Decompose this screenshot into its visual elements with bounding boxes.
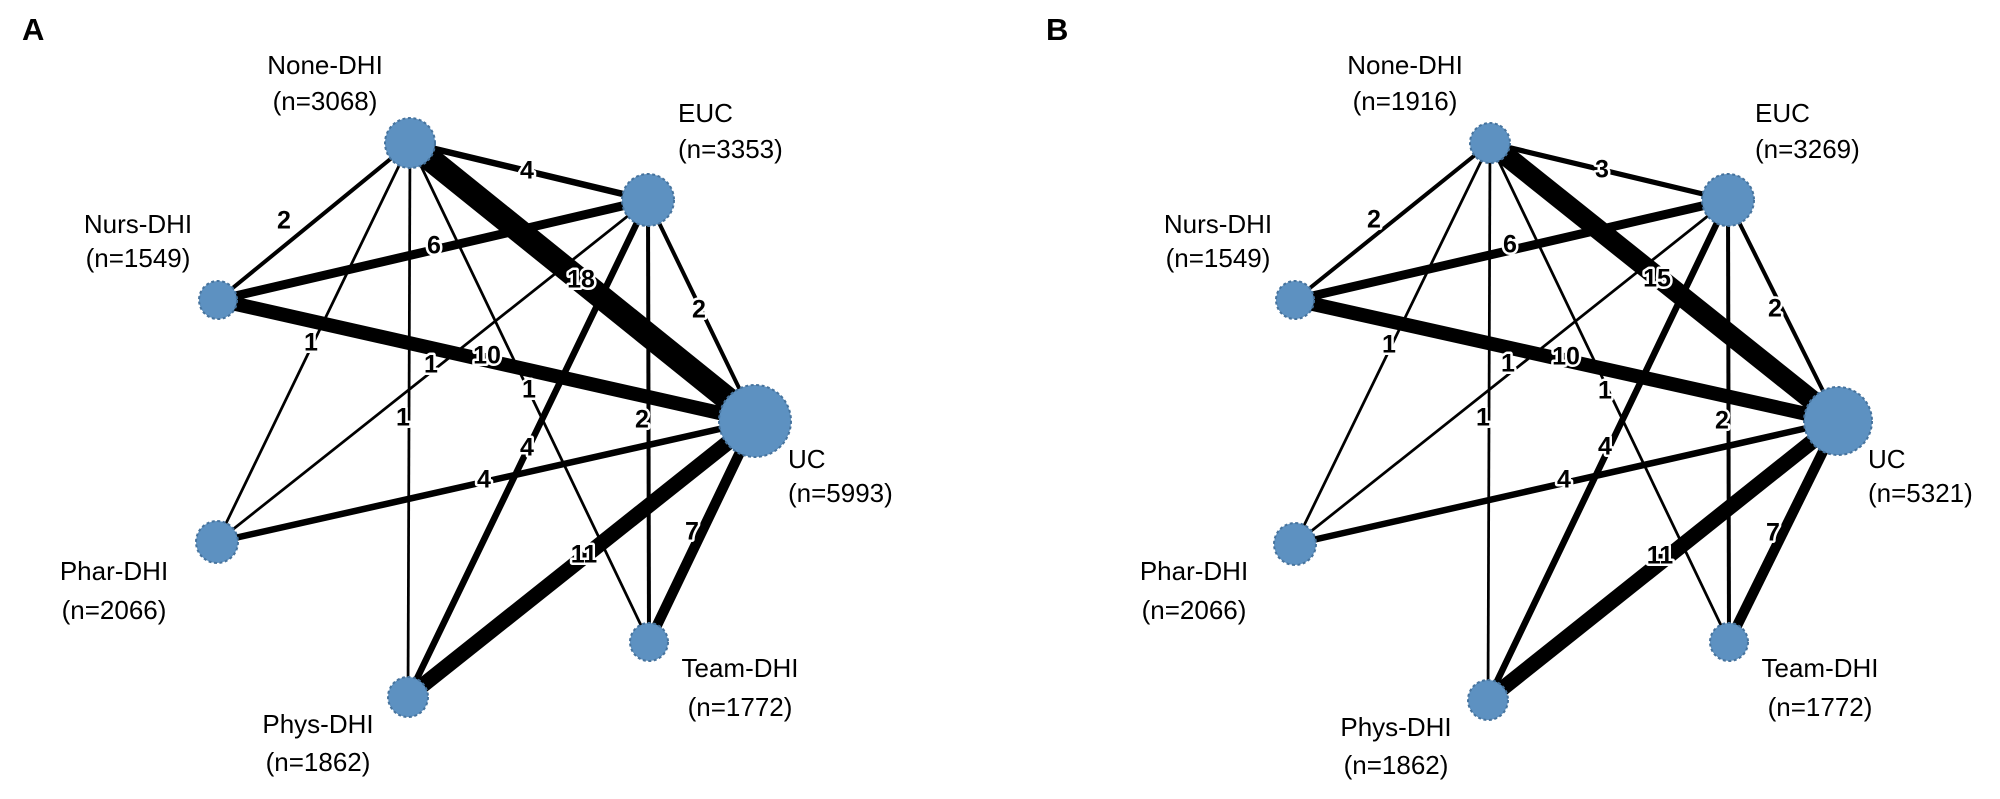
- node-None-DHI-b: [1469, 122, 1511, 164]
- edge-count-None-DHI-EUC-b: 3: [1595, 156, 1609, 184]
- edge-Phar-DHI-None-DHI-a: [215, 142, 412, 543]
- node-label-Phar-DHI-b: Phar-DHI(n=2066): [1140, 556, 1248, 625]
- edge-None-DHI-UC-b: [1483, 135, 1845, 429]
- edge-None-DHI-UC-a: [402, 133, 763, 431]
- node-label-Phar-DHI-a: Phar-DHI(n=2066): [60, 556, 168, 625]
- edge-Team-DHI-UC-a: [644, 418, 760, 645]
- node-label-Phys-DHI-a: Phys-DHI(n=1862): [262, 709, 373, 777]
- node-label-Nurs-DHI-b: Nurs-DHI(n=1549): [1164, 209, 1272, 273]
- edge-count-Nurs-DHI-None-DHI-b: 2: [1367, 206, 1381, 234]
- edge-Phys-DHI-UC-a: [403, 415, 760, 703]
- edge-Phar-DHI-UC-b: [1294, 417, 1839, 548]
- edge-count-None-DHI-EUC-a: 4: [520, 157, 534, 185]
- edge-Phar-DHI-UC-a: [216, 417, 756, 546]
- node-label-Phys-DHI-b: Phys-DHI(n=1862): [1340, 712, 1451, 780]
- edge-Phys-DHI-EUC-b: [1485, 198, 1731, 702]
- edge-count-Phys-DHI-UC-b: 11: [1647, 542, 1674, 570]
- edge-count-None-DHI-UC-a: 18: [567, 266, 595, 294]
- edge-Nurs-DHI-EUC-a: [216, 195, 650, 305]
- node-label-EUC-b: EUC(n=3269): [1755, 98, 1860, 164]
- edge-None-DHI-Phys-DHI-b: [1486, 142, 1492, 701]
- node-label-Team-DHI-b: Team-DHI(n=1772): [1761, 653, 1878, 722]
- edge-count-Phys-DHI-EUC-a: 4: [520, 434, 534, 462]
- node-Team-DHI-a: [629, 622, 669, 662]
- node-Phys-DHI-a: [387, 676, 429, 718]
- edge-Nurs-DHI-UC-a: [216, 293, 757, 428]
- edge-Team-DHI-UC-b: [1724, 418, 1843, 645]
- edge-count-Phar-DHI-UC-b: 4: [1557, 466, 1571, 494]
- edge-None-DHI-Phys-DHI-a: [406, 142, 412, 698]
- edge-count-Phar-DHI-EUC-b: 1: [1501, 350, 1515, 378]
- edge-Phar-DHI-EUC-a: [216, 198, 649, 544]
- edge-count-Phar-DHI-None-DHI-a: 1: [304, 329, 318, 357]
- edge-count-Nurs-DHI-EUC-b: 6: [1503, 231, 1517, 259]
- edge-count-Nurs-DHI-None-DHI-a: 2: [277, 207, 291, 235]
- edge-Phar-DHI-None-DHI-b: [1293, 142, 1492, 545]
- edge-count-EUC-Team-DHI-b: 2: [1715, 407, 1729, 435]
- node-UC-b: [1803, 386, 1873, 456]
- edge-Nurs-DHI-UC-b: [1293, 293, 1840, 428]
- node-Nurs-DHI-a: [198, 280, 238, 320]
- edge-count-EUC-UC-b: 2: [1768, 295, 1782, 323]
- node-UC-a: [718, 384, 792, 458]
- node-EUC-b: [1701, 173, 1755, 227]
- edge-count-Phar-DHI-None-DHI-b: 1: [1382, 331, 1396, 359]
- node-label-Nurs-DHI-a: Nurs-DHI(n=1549): [84, 209, 192, 273]
- edge-count-Nurs-DHI-EUC-a: 6: [427, 232, 441, 260]
- edge-EUC-Team-DHI-a: [646, 199, 651, 643]
- node-EUC-a: [621, 173, 675, 227]
- node-label-Team-DHI-a: Team-DHI(n=1772): [681, 653, 798, 722]
- network-panel-a: None-DHI(n=3068) EUC(n=3353) Nurs-DHI(n=15…: [22, 12, 893, 777]
- edge-Nurs-DHI-EUC-b: [1293, 195, 1730, 305]
- node-Nurs-DHI-b: [1275, 280, 1315, 320]
- node-None-DHI-a: [384, 117, 436, 169]
- edge-count-Nurs-DHI-UC-a: 10: [473, 342, 501, 370]
- edge-count-None-DHI-Phys-DHI-a: 1: [396, 404, 410, 432]
- edge-Phys-DHI-EUC-a: [405, 198, 651, 699]
- edge-count-Phys-DHI-EUC-b: 4: [1598, 433, 1612, 461]
- edge-count-None-DHI-Phys-DHI-b: 1: [1476, 404, 1490, 432]
- node-Phar-DHI-b: [1273, 522, 1317, 566]
- edge-EUC-UC-b: [1726, 199, 1840, 422]
- edge-None-DHI-EUC-b: [1489, 140, 1729, 203]
- node-label-None-DHI-b: None-DHI(n=1916): [1347, 50, 1463, 116]
- panel-letter-a: A: [22, 12, 44, 47]
- edge-count-Phys-DHI-UC-a: 11: [571, 541, 598, 569]
- edge-count-Team-DHI-UC-b: 7: [1766, 519, 1780, 547]
- edge-count-EUC-UC-a: 2: [692, 296, 706, 324]
- edge-None-DHI-Team-DHI-b: [1488, 142, 1731, 643]
- edge-count-EUC-Team-DHI-a: 2: [635, 406, 649, 434]
- edge-Phar-DHI-EUC-b: [1294, 198, 1729, 546]
- edge-count-Phar-DHI-UC-a: 4: [477, 466, 491, 494]
- network-panel-b: None-DHI(n=1916) EUC(n=3269) Nurs-DHI(n=15…: [1046, 12, 1973, 780]
- node-Team-DHI-b: [1709, 622, 1749, 662]
- edge-Phys-DHI-UC-b: [1483, 415, 1843, 706]
- node-Phar-DHI-a: [195, 520, 239, 564]
- panel-letter-b: B: [1046, 12, 1068, 47]
- node-label-UC-b: UC(n=5321): [1868, 444, 1973, 508]
- edge-Nurs-DHI-None-DHI-b: [1293, 141, 1492, 302]
- edge-count-Team-DHI-UC-a: 7: [685, 518, 699, 546]
- edge-None-DHI-EUC-a: [409, 139, 649, 204]
- node-label-EUC-a: EUC(n=3353): [678, 98, 783, 164]
- node-Phys-DHI-b: [1467, 679, 1509, 721]
- edge-count-None-DHI-Team-DHI-a: 1: [522, 376, 536, 404]
- node-label-UC-a: UC(n=5993): [788, 444, 893, 508]
- edge-None-DHI-Team-DHI-a: [408, 142, 651, 643]
- edge-EUC-Team-DHI-b: [1726, 199, 1731, 643]
- edge-EUC-UC-a: [646, 199, 757, 422]
- node-label-None-DHI-a: None-DHI(n=3068): [267, 50, 383, 116]
- edge-count-Nurs-DHI-UC-b: 10: [1552, 343, 1580, 371]
- edge-Nurs-DHI-None-DHI-a: [216, 141, 412, 302]
- edge-count-None-DHI-Team-DHI-b: 1: [1598, 377, 1612, 405]
- edge-count-None-DHI-UC-b: 15: [1643, 265, 1671, 293]
- edge-count-Phar-DHI-EUC-a: 1: [424, 351, 438, 379]
